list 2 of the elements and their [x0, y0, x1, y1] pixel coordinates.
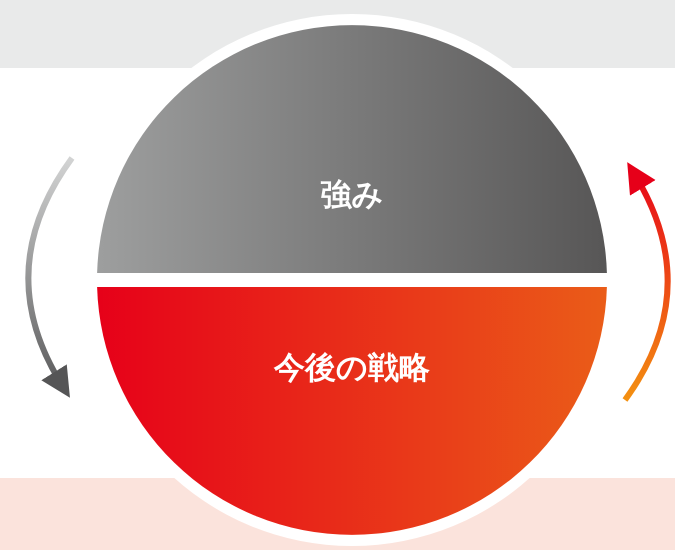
node-label: 今後の戦略	[272, 350, 431, 386]
node-label: 強み	[320, 177, 384, 213]
